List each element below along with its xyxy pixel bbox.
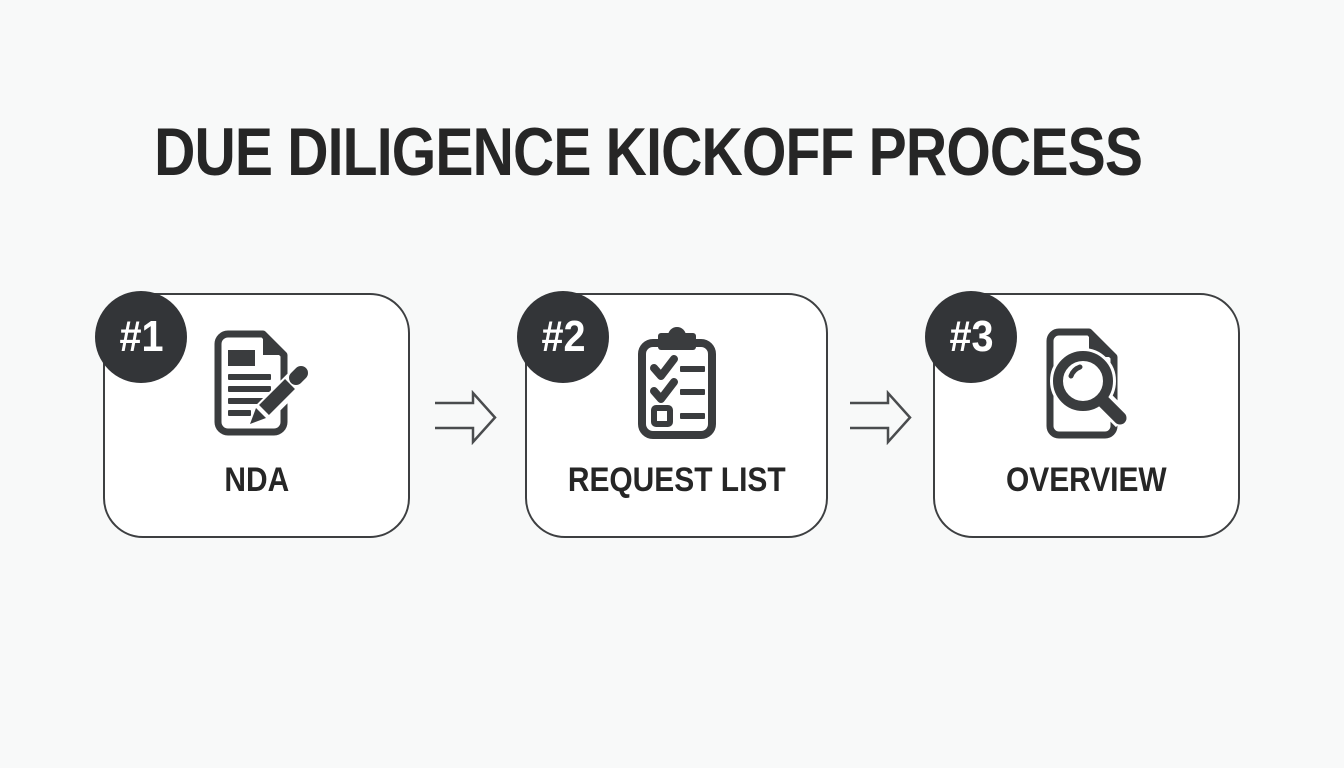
step-card-nda: #1 NDA (95, 291, 410, 538)
step-2-badge: #2 (517, 291, 609, 383)
step-1-badge-text: #1 (118, 312, 164, 361)
step-2-badge-text: #2 (540, 312, 586, 361)
step-1-badge: #1 (95, 291, 187, 383)
page-title: DUE DILIGENCE KICKOFF PROCESS (0, 118, 1344, 186)
step-3-badge: #3 (925, 291, 1017, 383)
clipboard-checklist-icon-svg (637, 327, 716, 439)
step-3-label: OVERVIEW (1006, 461, 1167, 499)
page-title-text: DUE DILIGENCE KICKOFF PROCESS (153, 114, 1143, 190)
clipboard-checklist-icon (527, 323, 826, 443)
document-pen-icon-svg (214, 330, 310, 436)
step-card-request-list: #2 REQUEST LIST (517, 291, 828, 538)
document-pen-icon (105, 323, 408, 443)
step-2-label: REQUEST LIST (567, 461, 786, 499)
document-magnifier-icon (935, 323, 1238, 443)
step-card-overview: #3 OVERVIEW (925, 291, 1240, 538)
arrow-right-icon (435, 390, 497, 445)
arrow-right-icon (850, 390, 912, 445)
step-3-badge-text: #3 (948, 312, 994, 361)
document-magnifier-icon-svg (1046, 328, 1130, 439)
step-1-label: NDA (224, 461, 289, 499)
